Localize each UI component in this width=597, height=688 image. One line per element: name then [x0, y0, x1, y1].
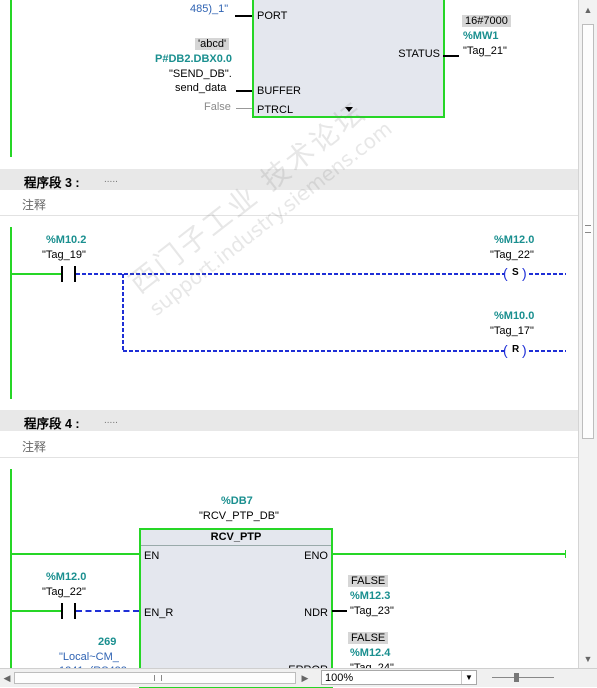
contact-m12-0-tag: "Tag_22" — [42, 586, 86, 598]
en-wire — [12, 553, 140, 555]
status-address: %MW1 — [463, 30, 499, 42]
ndr-wire — [332, 610, 347, 612]
ndr-address: %M12.3 — [350, 590, 391, 602]
coil-m10-0-address: %M10.0 — [494, 310, 535, 322]
contact-m12-0-address: %M12.0 — [46, 571, 87, 583]
horizontal-scrollbar[interactable]: ◀ ▶ 100% ▼ — [0, 668, 597, 687]
scroll-right-icon[interactable]: ▶ — [301, 673, 309, 683]
zoom-slider[interactable] — [492, 673, 554, 683]
port-symbol-line1: "Local~CM_ — [59, 651, 119, 663]
port-wire — [235, 15, 253, 17]
grip-icon — [585, 225, 591, 233]
buffer-address: P#DB2.DBX0.0 — [155, 53, 233, 65]
zoom-select[interactable]: 100% ▼ — [321, 670, 477, 685]
zoom-value: 100% — [325, 672, 354, 684]
zoom-slider-thumb[interactable] — [514, 673, 519, 682]
coil-m10-0-tag: "Tag_17" — [490, 325, 534, 337]
ptrcl-wire — [236, 108, 253, 109]
buffer-monitor-value: 'abcd' — [195, 38, 230, 50]
pin-port: PORT — [257, 10, 288, 22]
segment-3-title: 程序段 3 : — [24, 176, 80, 190]
pin-buffer: BUFFER — [257, 85, 301, 97]
rcv-db-name: "RCV_PTP_DB" — [199, 510, 279, 522]
coil-left-paren: ( — [503, 342, 508, 358]
pin-status: STATUS — [398, 48, 440, 60]
coil-right-paren: ) — [522, 265, 527, 281]
top-partial-tag: " — [497, 0, 501, 6]
rcv-ptp-block[interactable]: RCV_PTP EN ENO EN_R NDR ERROR — [139, 528, 333, 688]
pin-en: EN — [144, 550, 160, 562]
vertical-scrollbar[interactable]: ▲ ▼ — [578, 0, 597, 668]
scroll-down-icon[interactable]: ▼ — [583, 654, 593, 664]
grip-icon — [154, 675, 162, 681]
coil-left-paren: ( — [503, 265, 508, 281]
contact-m12-0[interactable] — [61, 603, 77, 619]
status-monitor-value: 16#7000 — [462, 15, 511, 27]
coil-m12-0-tag: "Tag_22" — [490, 249, 534, 261]
eno-wire-end — [565, 550, 566, 558]
segment-4-header[interactable]: 程序段 4 : ..... — [0, 410, 578, 431]
eno-wire — [332, 553, 566, 555]
status-tag: "Tag_21" — [463, 45, 507, 57]
buffer-symbol-line2: send_data — [175, 82, 227, 94]
segment-3-header[interactable]: 程序段 3 : ..... — [0, 169, 578, 190]
pin-eno: ENO — [304, 550, 328, 562]
coil-m12-0-address: %M12.0 — [494, 234, 535, 246]
buffer-symbol-line1: "SEND_DB". — [169, 68, 232, 80]
horizontal-scroll-thumb[interactable] — [14, 672, 296, 684]
vertical-scroll-thumb[interactable] — [582, 24, 594, 439]
segment-3-title-dots: ..... — [104, 174, 118, 185]
set-coil-type: S — [512, 267, 519, 278]
error-address: %M12.4 — [350, 647, 391, 659]
left-power-rail-seg4 — [10, 469, 12, 669]
en-r-wire — [76, 610, 139, 612]
contact-m10-2-address: %M10.2 — [46, 234, 87, 246]
ptrcl-value: False — [204, 101, 231, 113]
pin-ptrcl: PTRCL — [257, 104, 294, 116]
rcv-db-address: %DB7 — [221, 495, 253, 507]
reset-coil-type: R — [512, 344, 520, 355]
contact-m10-2-tag: "Tag_19" — [42, 249, 86, 261]
coil-right-paren: ) — [522, 342, 527, 358]
left-power-rail-seg2 — [10, 0, 12, 157]
chevron-down-icon[interactable]: ▼ — [461, 671, 476, 684]
segment-4-title-dots: ..... — [104, 415, 118, 426]
error-monitor-value: FALSE — [348, 632, 389, 644]
port-value: 269 — [98, 636, 117, 648]
left-power-rail-seg3 — [10, 227, 12, 399]
scroll-up-icon[interactable]: ▲ — [583, 5, 593, 15]
segment-4-comment-text: 注释 — [22, 440, 47, 454]
reset-coil-m10-0[interactable]: ( R ) — [503, 342, 531, 360]
status-wire — [443, 55, 459, 57]
pin-en-r: EN_R — [144, 607, 174, 619]
pin-ndr: NDR — [304, 607, 328, 619]
send-ptp-block[interactable]: PORT BUFFER PTRCL STATUS — [252, 0, 445, 118]
segment-3-comment-text: 注释 — [22, 198, 47, 212]
ndr-monitor-value: FALSE — [348, 575, 389, 587]
en-r-branch-rail — [12, 610, 62, 612]
rail-to-contact-wire — [12, 273, 62, 275]
expand-block-icon[interactable] — [345, 107, 353, 112]
zoom-slider-track — [492, 677, 554, 678]
scroll-left-icon[interactable]: ◀ — [3, 673, 11, 683]
rcv-ptp-block-title: RCV_PTP — [141, 530, 331, 546]
contact-m10-2[interactable] — [61, 266, 77, 282]
buffer-wire — [236, 90, 253, 92]
segment-4-title: 程序段 4 : — [24, 417, 80, 431]
segment-3-comment[interactable]: 注释 — [0, 191, 578, 216]
ndr-tag: "Tag_23" — [350, 605, 394, 617]
port-param-partial: 485)_1" — [190, 3, 229, 15]
segment-4-comment[interactable]: 注释 — [0, 433, 578, 458]
set-coil-m12-0[interactable]: ( S ) — [503, 265, 531, 283]
segment-3-monitor-wires — [76, 273, 566, 352]
